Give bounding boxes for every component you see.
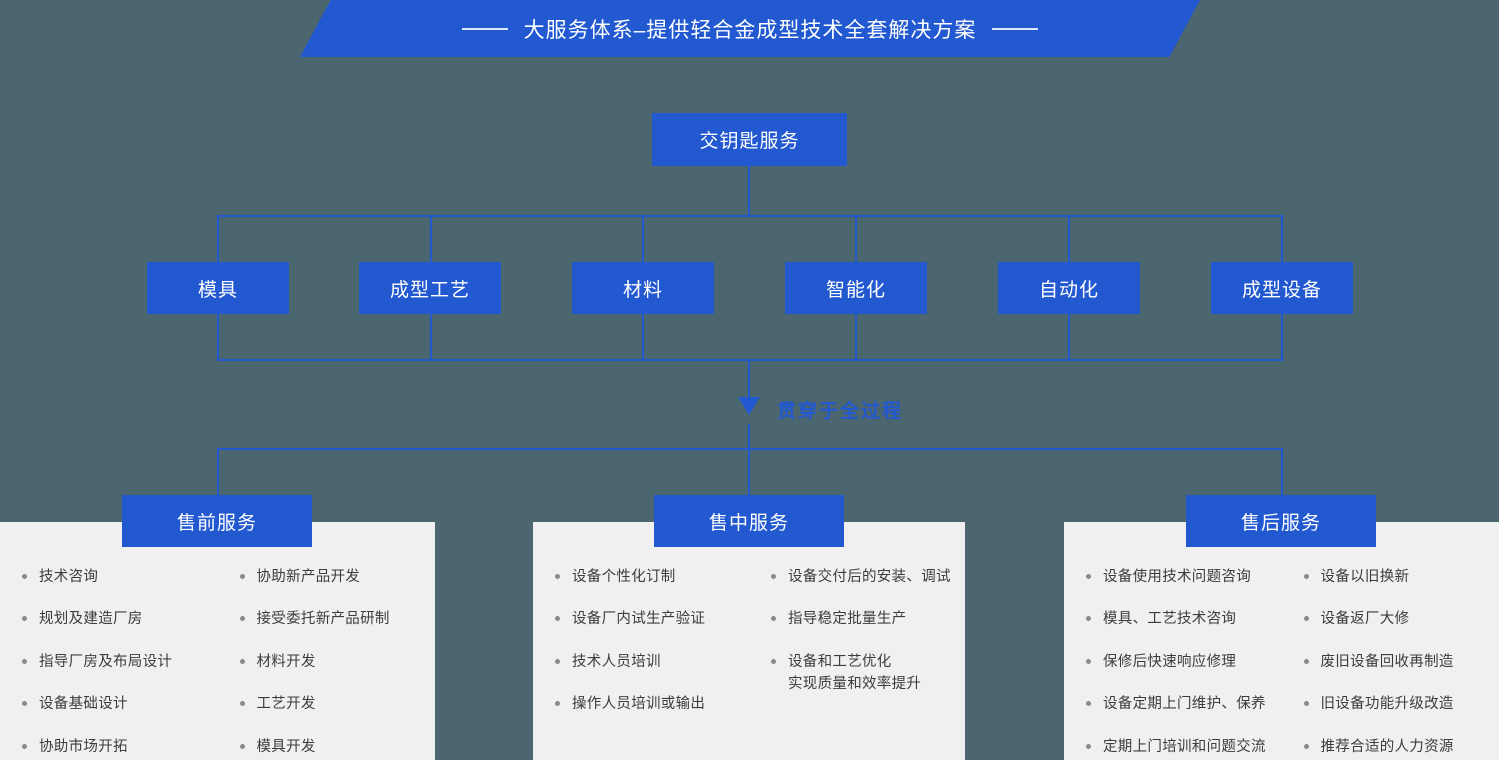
banner-rule-right-icon (992, 27, 1039, 30)
panel-during-sales-column-1: 设备个性化订制 设备厂内试生产验证 技术人员培训 操作人员培训或输出 (533, 566, 749, 760)
arrow-caption: 贯穿于全过程 (777, 401, 904, 422)
node-after-sales-service-label: 售后服务 (1240, 512, 1321, 534)
list-item: 保修后快速响应修理 (1086, 651, 1282, 673)
list-item-line-1: 设备和工艺优化 (788, 653, 892, 670)
node-intelligentization[interactable]: 智能化 (785, 262, 927, 314)
node-mold[interactable]: 模具 (147, 262, 289, 314)
panel-after-sales-column-1: 设备使用技术问题咨询 模具、工艺技术咨询 保修后快速响应修理 设备定期上门维护、… (1064, 566, 1282, 760)
list-item-line-2: 实现质量和效率提升 (788, 676, 922, 693)
connector-services-rail (217, 448, 1283, 450)
node-pre-sales-service[interactable]: 售前服务 (122, 495, 312, 547)
node-material[interactable]: 材料 (572, 262, 714, 314)
header-banner: 大服务体系–提供轻合金成型技术全套解决方案 (300, 0, 1200, 57)
list-item: 推荐合适的人力资源 (1303, 736, 1499, 758)
list-item: 协助新产品开发 (239, 566, 436, 588)
list-item: 设备定期上门维护、保养 (1086, 693, 1282, 715)
node-turnkey-service-label: 交钥匙服务 (699, 131, 800, 152)
list-item: 接受委托新产品研制 (239, 608, 436, 630)
list-item: 设备个性化订制 (555, 566, 749, 588)
list-item: 操作人员培训或输出 (555, 693, 749, 715)
connector-tier2-bottom-rail (217, 359, 1283, 361)
list-item: 模具、工艺技术咨询 (1086, 608, 1282, 630)
node-intelligentization-label: 智能化 (825, 279, 886, 301)
list-item: 设备厂内试生产验证 (555, 608, 749, 630)
list-item: 模具开发 (239, 736, 436, 758)
list-item: 设备基础设计 (22, 693, 218, 715)
node-automation-label: 自动化 (1038, 279, 1099, 301)
list-item: 材料开发 (239, 651, 436, 673)
connector-services-stem (748, 424, 750, 496)
node-forming-process[interactable]: 成型工艺 (359, 262, 501, 314)
banner-title: 大服务体系–提供轻合金成型技术全套解决方案 (523, 18, 977, 42)
list-item: 设备交付后的安装、调试 (771, 566, 965, 588)
list-item: 设备返厂大修 (1303, 608, 1499, 630)
connector-root-stem (748, 166, 750, 216)
node-during-sales-service[interactable]: 售中服务 (654, 495, 844, 547)
list-item: 技术咨询 (22, 566, 218, 588)
node-turnkey-service[interactable]: 交钥匙服务 (652, 113, 847, 166)
list-item: 规划及建造厂房 (22, 608, 218, 630)
panel-after-sales-column-2: 设备以旧换新 设备返厂大修 废旧设备回收再制造 旧设备功能升级改造 推荐合适的人… (1282, 566, 1499, 760)
panel-pre-sales: 技术咨询 规划及建造厂房 指导厂房及布局设计 设备基础设计 协助市场开拓 协助新… (0, 522, 435, 760)
list-item: 旧设备功能升级改造 (1303, 693, 1499, 715)
banner-rule-left-icon (461, 27, 508, 30)
node-forming-process-label: 成型工艺 (389, 279, 470, 301)
node-mold-label: 模具 (197, 279, 238, 301)
node-material-label: 材料 (622, 279, 663, 301)
list-item: 技术人员培训 (555, 651, 749, 673)
node-forming-equipment[interactable]: 成型设备 (1211, 262, 1353, 314)
node-forming-equipment-label: 成型设备 (1241, 279, 1322, 301)
node-automation[interactable]: 自动化 (998, 262, 1140, 314)
panel-pre-sales-column-1: 技术咨询 规划及建造厂房 指导厂房及布局设计 设备基础设计 协助市场开拓 (0, 566, 218, 760)
list-item: 指导厂房及布局设计 (22, 651, 218, 673)
list-item: 废旧设备回收再制造 (1303, 651, 1499, 673)
triangle-down-icon (738, 397, 760, 415)
connector-services-drop-3 (1281, 448, 1283, 496)
connector-services-drop-1 (217, 448, 219, 496)
list-item: 设备使用技术问题咨询 (1086, 566, 1282, 588)
panel-after-sales: 设备使用技术问题咨询 模具、工艺技术咨询 保修后快速响应修理 设备定期上门维护、… (1064, 522, 1499, 760)
list-item: 指导稳定批量生产 (771, 608, 965, 630)
node-after-sales-service[interactable]: 售后服务 (1186, 495, 1376, 547)
list-item: 协助市场开拓 (22, 736, 218, 758)
list-item: 设备和工艺优化 实现质量和效率提升 (771, 651, 965, 696)
panel-during-sales: 设备个性化订制 设备厂内试生产验证 技术人员培训 操作人员培训或输出 设备交付后… (533, 522, 965, 760)
panel-during-sales-column-2: 设备交付后的安装、调试 指导稳定批量生产 设备和工艺优化 实现质量和效率提升 (749, 566, 965, 760)
connector-arrow-stem (748, 359, 750, 403)
panel-pre-sales-column-2: 协助新产品开发 接受委托新产品研制 材料开发 工艺开发 模具开发 (218, 566, 436, 760)
list-item: 定期上门培训和问题交流 (1086, 736, 1282, 758)
list-item: 设备以旧换新 (1303, 566, 1499, 588)
node-pre-sales-service-label: 售前服务 (176, 512, 257, 534)
list-item: 工艺开发 (239, 693, 436, 715)
connector-tier2-top-rail (217, 215, 1283, 217)
node-during-sales-service-label: 售中服务 (708, 512, 789, 534)
